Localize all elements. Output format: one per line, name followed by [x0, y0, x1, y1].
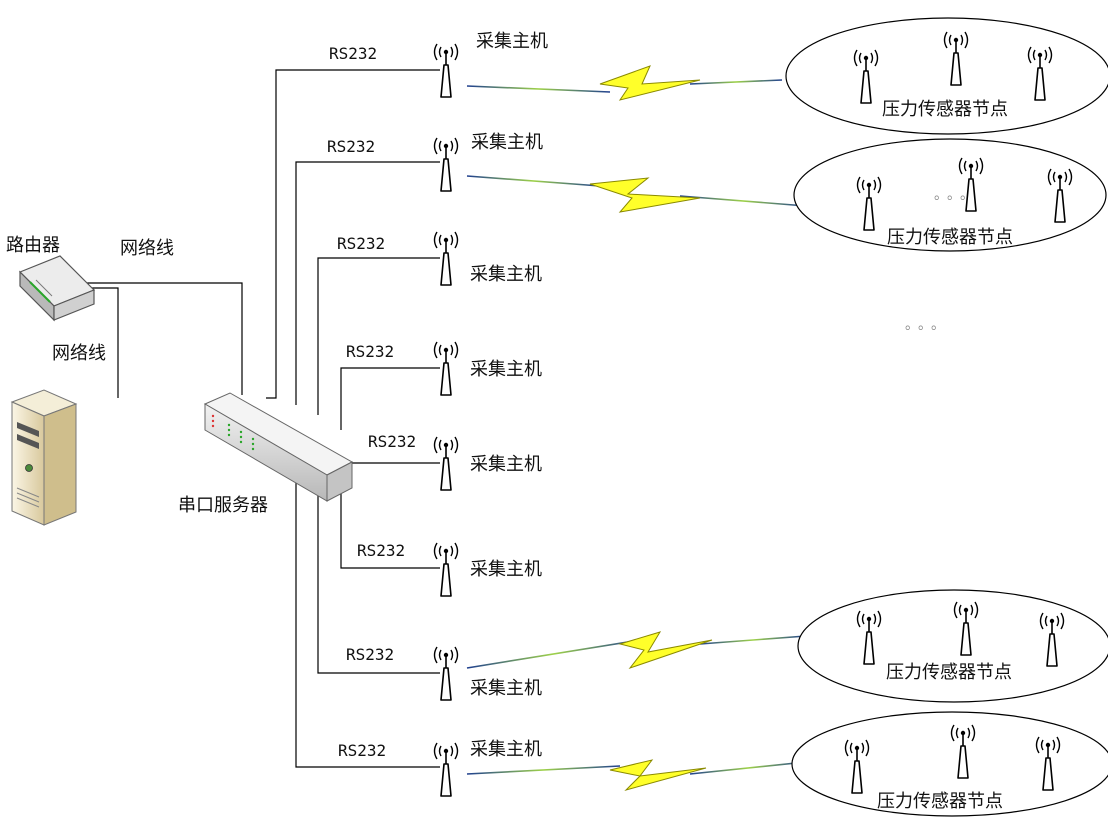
rs232-line-1 [266, 69, 440, 399]
lightning-icon [599, 65, 701, 101]
collector-label: 采集主机 [470, 359, 542, 380]
rs232-line-2 [295, 161, 440, 405]
more-sensors-ellipsis: 。。。 [934, 187, 980, 203]
rs232-label: RS232 [338, 741, 387, 760]
router-label: 路由器 [6, 235, 60, 256]
rs232-line-6 [340, 486, 440, 569]
sensor-group-label: 压力传感器节点 [886, 662, 1012, 683]
wiring [82, 69, 440, 768]
rs232-label: RS232 [329, 44, 378, 63]
wireless-link-3 [466, 631, 807, 670]
network-cable-label-top: 网络线 [120, 238, 174, 259]
wireless-link-2 [466, 175, 807, 213]
network-cable-label-left: 网络线 [52, 343, 106, 364]
lightning-icon [609, 759, 707, 791]
rs232-line-7 [317, 478, 440, 674]
rs232-label: RS232 [346, 645, 395, 664]
collector-antenna-icon [433, 542, 459, 597]
rs232-line-4 [340, 367, 440, 430]
collector-label: 采集主机 [470, 559, 542, 580]
sensor-group-3 [797, 589, 1108, 703]
lightning-icon [589, 177, 701, 213]
sensor-group-label: 压力传感器节点 [887, 227, 1013, 248]
serial-server-label: 串口服务器 [178, 495, 268, 516]
router-icon [18, 255, 96, 322]
network-cable-router-pc [92, 287, 119, 398]
sensor-group-1 [785, 17, 1108, 135]
collector-label: 采集主机 [476, 31, 548, 52]
collector-antennas [433, 43, 459, 797]
rs232-label: RS232 [327, 137, 376, 156]
sensor-group-4 [791, 711, 1108, 817]
sensor-group-2 [793, 138, 1107, 252]
collector-label: 采集主机 [470, 678, 542, 699]
wireless-links [466, 65, 807, 791]
sensor-group-label: 压力传感器节点 [877, 791, 1003, 812]
more-groups-ellipsis: 。。。 [905, 317, 951, 333]
wireless-link-1 [466, 65, 783, 101]
rs232-label: RS232 [357, 541, 406, 560]
collector-label: 采集主机 [471, 132, 543, 153]
collector-antenna-icon [433, 137, 459, 192]
lightning-icon [618, 631, 713, 670]
rs232-label: RS232 [346, 342, 395, 361]
collector-antenna-icon [433, 742, 459, 797]
sensor-group-label: 压力传感器节点 [882, 99, 1008, 120]
rs232-line-8 [295, 476, 440, 768]
wireless-link-4 [466, 759, 807, 791]
serial-server-icon [203, 392, 354, 502]
collector-label: 采集主机 [470, 454, 542, 475]
rs232-label: RS232 [337, 234, 386, 253]
collector-label: 采集主机 [470, 264, 542, 285]
network-cable-router-server [82, 282, 243, 395]
rs232-line-3 [317, 257, 440, 415]
collector-label: 采集主机 [470, 739, 542, 760]
computer-icon [10, 389, 78, 526]
rs232-label: RS232 [368, 432, 417, 451]
